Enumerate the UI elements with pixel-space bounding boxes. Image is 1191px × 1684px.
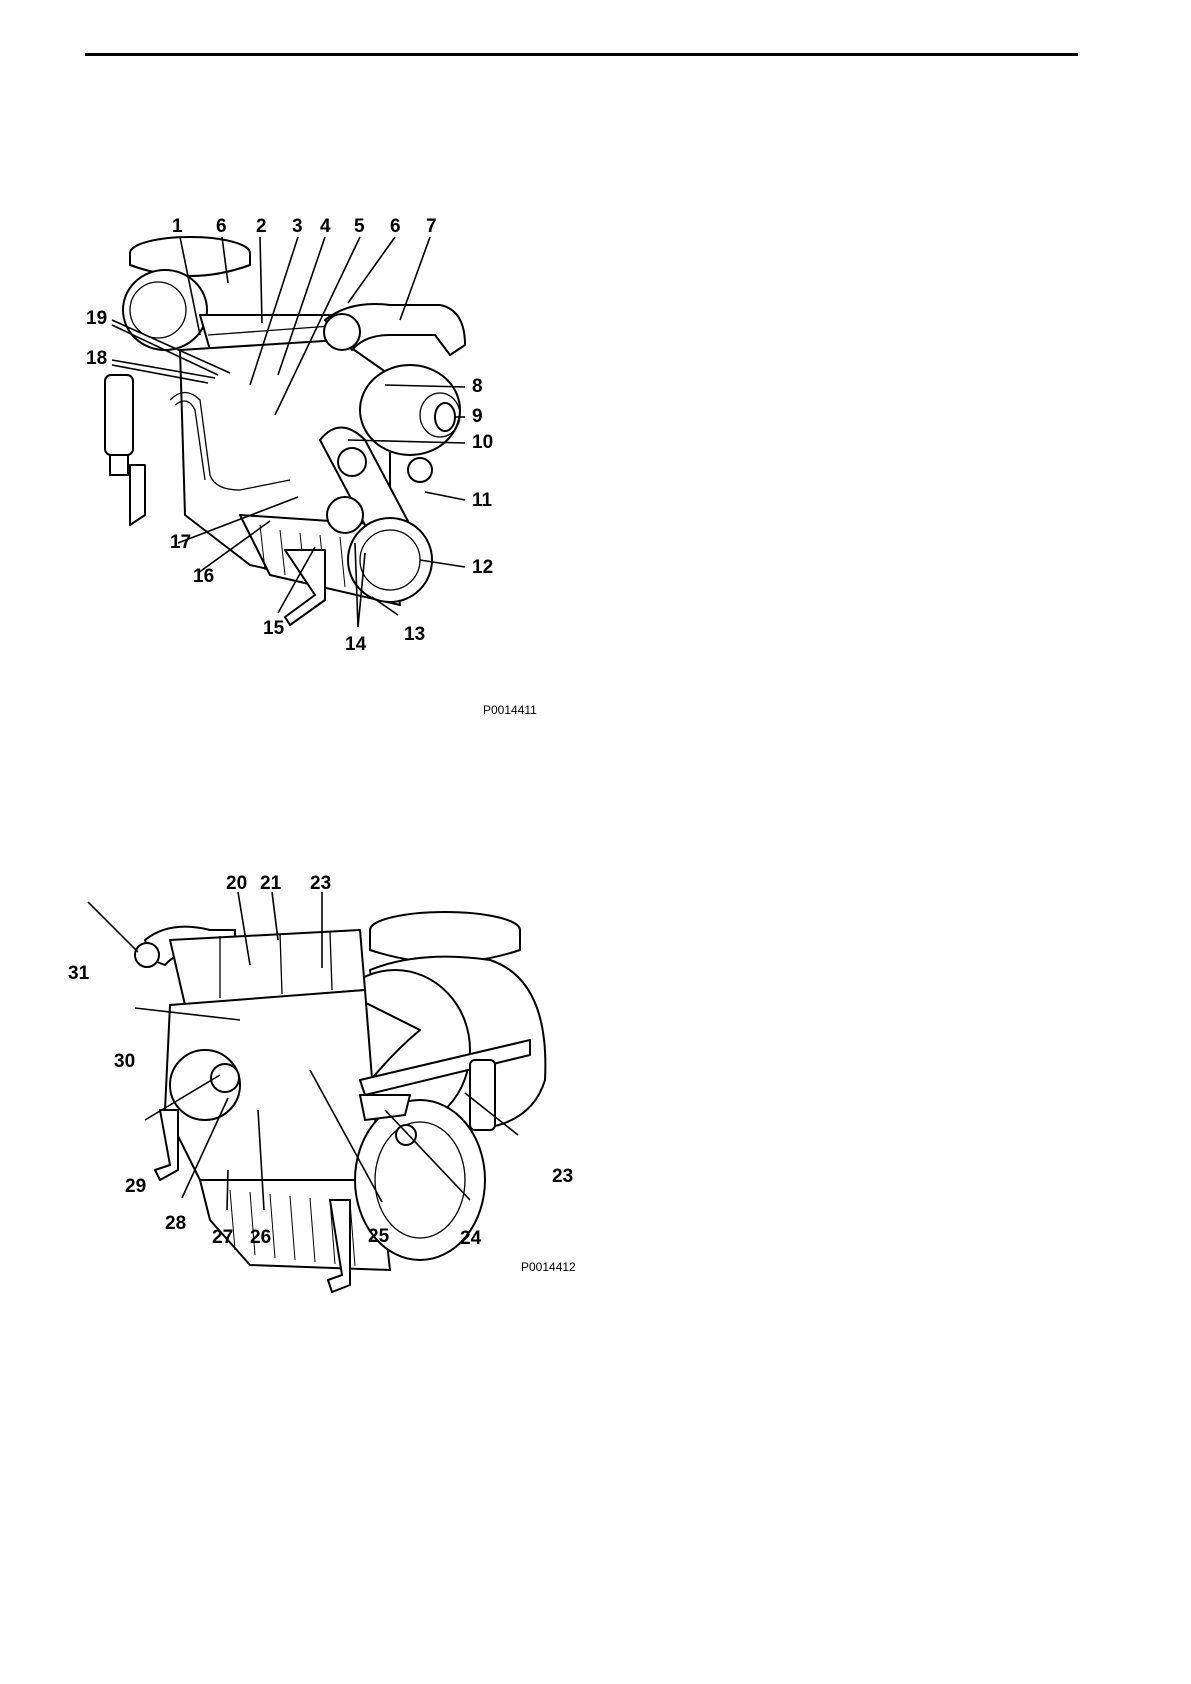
figure-code: P0014411 xyxy=(483,703,537,717)
callout-label: 16 xyxy=(193,567,214,586)
callout-label: 18 xyxy=(86,349,107,368)
callout-label: 31 xyxy=(68,964,89,983)
callout-label: 11 xyxy=(472,491,492,510)
callout-label: 4 xyxy=(320,217,331,236)
callout-label: 28 xyxy=(165,1214,186,1233)
callout-label: 29 xyxy=(125,1177,146,1196)
figure-code: P0014412 xyxy=(521,1260,576,1274)
callout-label: 13 xyxy=(404,625,425,644)
engine-diagram-rear: 20 21 23 31 30 29 23 28 27 26 25 24 P001… xyxy=(60,880,600,1360)
callout-label: 10 xyxy=(472,433,493,452)
header-rule xyxy=(85,53,1078,56)
callout-label: 21 xyxy=(260,874,281,893)
callout-label: 15 xyxy=(263,619,284,638)
callout-label: 1 xyxy=(172,217,183,236)
callout-label: 12 xyxy=(472,558,493,577)
engine-front-drawing xyxy=(90,225,550,730)
callout-label: 3 xyxy=(292,217,303,236)
callout-label: 30 xyxy=(114,1052,135,1071)
callout-label: 14 xyxy=(345,635,366,654)
callout-label: 23 xyxy=(552,1167,573,1186)
engine-diagram-front: 1 6 2 3 4 5 6 7 19 18 8 9 10 11 17 16 12… xyxy=(90,225,550,730)
callout-label: 25 xyxy=(368,1227,389,1246)
callout-label: 26 xyxy=(250,1228,271,1247)
callout-label: 20 xyxy=(226,874,247,893)
callout-label: 27 xyxy=(212,1228,233,1247)
callout-label: 17 xyxy=(170,533,191,552)
callout-label: 23 xyxy=(310,874,331,893)
callout-label: 8 xyxy=(472,377,483,396)
callout-label: 6 xyxy=(390,217,401,236)
callout-label: 6 xyxy=(216,217,227,236)
callout-label: 19 xyxy=(86,309,107,328)
engine-rear-drawing xyxy=(60,880,600,1360)
callout-label: 2 xyxy=(256,217,267,236)
callout-label: 5 xyxy=(354,217,365,236)
callout-label: 9 xyxy=(472,407,483,426)
callout-label: 24 xyxy=(460,1229,481,1248)
callout-label: 7 xyxy=(426,217,437,236)
